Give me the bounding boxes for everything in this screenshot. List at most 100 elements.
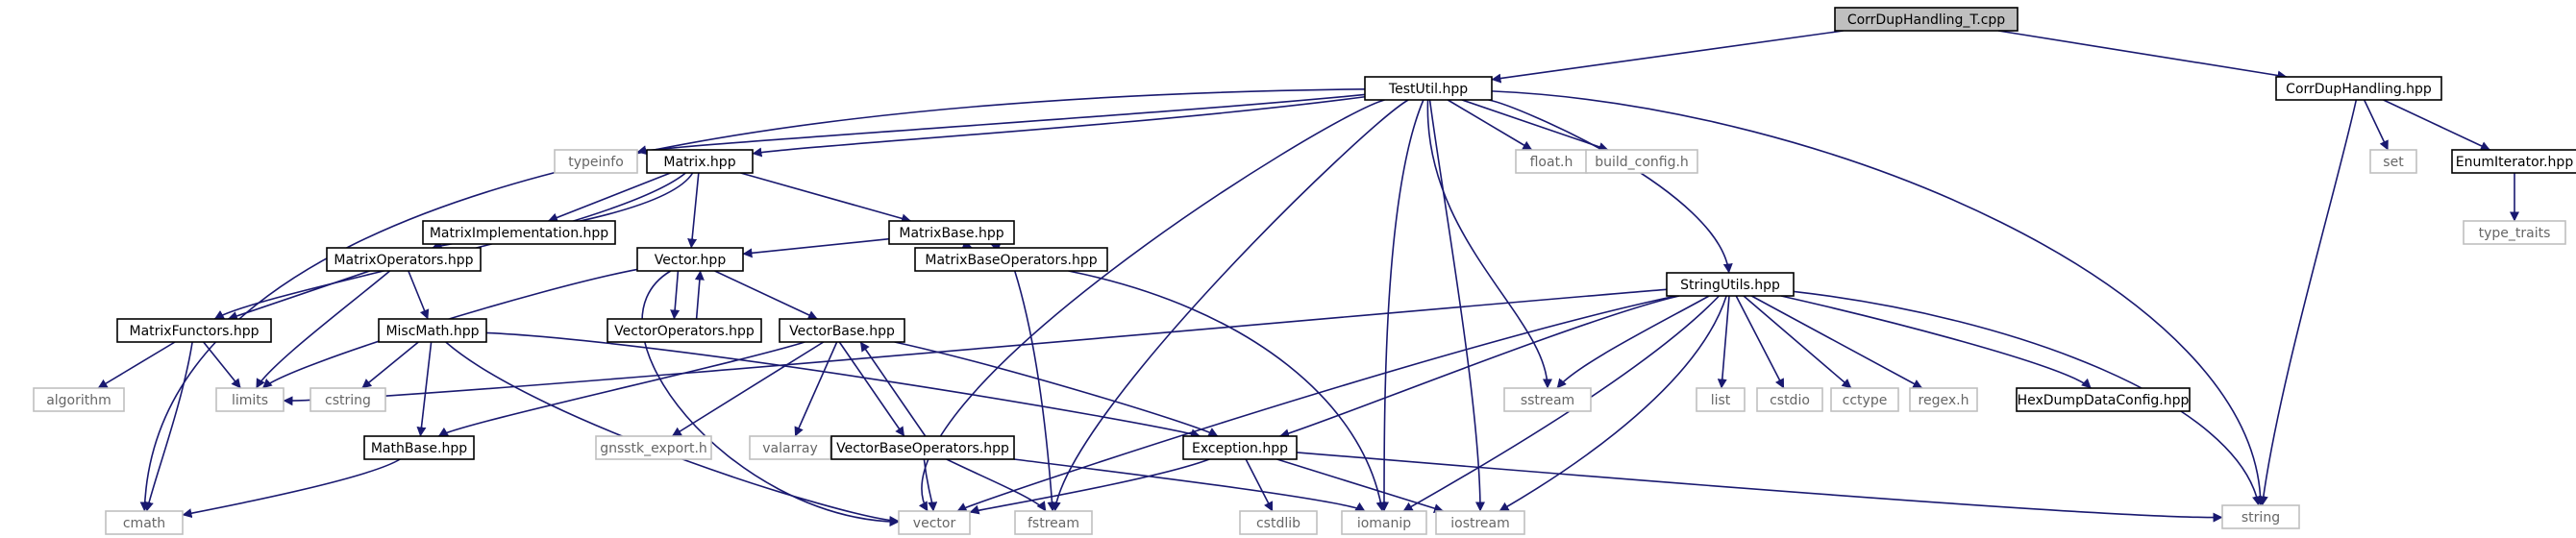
- node-label: iostream: [1450, 516, 1510, 531]
- node-label: gnsstk_export.h: [600, 441, 707, 456]
- node-gnsstk: gnsstk_export.h: [595, 435, 712, 460]
- edge-testutil-to-iomanip: [1379, 99, 1424, 512]
- node-label: cstring: [325, 393, 371, 408]
- edge-testutil-to-sstream: [1426, 99, 1552, 389]
- node-box: [1341, 510, 1427, 535]
- node-label: MatrixImplementation.hpp: [430, 226, 608, 241]
- node-box: [1830, 387, 1899, 412]
- edge-matrixops-to-matrixfunc: [227, 270, 370, 321]
- node-box: [1666, 272, 1795, 297]
- edge-mathbase-to-cmath: [182, 458, 401, 519]
- edge-layer: [97, 30, 2519, 527]
- node-label: VectorBaseOperators.hpp: [836, 441, 1009, 456]
- node-box: [830, 435, 1015, 460]
- node-label: Exception.hpp: [1192, 441, 1288, 456]
- node-label: type_traits: [2479, 226, 2551, 241]
- node-box: [646, 149, 754, 174]
- node-label: MathBase.hpp: [371, 441, 467, 456]
- edge-testutil-to-buildcfg: [1461, 99, 1609, 152]
- node-matrixbase[interactable]: MatrixBase.hpp: [888, 220, 1015, 245]
- node-label: regex.h: [1919, 393, 1969, 408]
- edge-testutil-to-iostream: [1428, 99, 1485, 512]
- node-corrdup[interactable]: CorrDupHandling.hpp: [2275, 76, 2442, 101]
- node-iomanip: iomanip: [1341, 510, 1427, 535]
- node-label: StringUtils.hpp: [1680, 278, 1780, 293]
- edge-corrdup-to-string: [2258, 99, 2358, 506]
- node-label: cstdlib: [1256, 516, 1300, 531]
- edge-vectorh-to-vectorops: [670, 270, 681, 320]
- node-label: build_config.h: [1595, 155, 1689, 170]
- node-box: [1756, 387, 1823, 412]
- node-miscmath[interactable]: MiscMath.hpp: [378, 318, 487, 343]
- node-label: Vector.hpp: [655, 253, 727, 268]
- node-label: MatrixFunctors.hpp: [129, 324, 259, 339]
- node-cstdio: cstdio: [1756, 387, 1823, 412]
- node-hexdump[interactable]: HexDumpDataConfig.hpp: [2016, 387, 2191, 412]
- node-vbops[interactable]: VectorBaseOperators.hpp: [830, 435, 1015, 460]
- node-label: algorithm: [46, 393, 111, 408]
- edge-miscmath-to-cstring: [361, 341, 419, 389]
- node-label: typeinfo: [568, 155, 624, 170]
- edge-testutil-to-matrix: [752, 95, 1366, 158]
- edge-stringutils-to-list: [1717, 295, 1730, 389]
- node-box: [1435, 510, 1525, 535]
- edge-stringutils-to-sstream: [1556, 295, 1710, 389]
- edge-vbops-to-fstream: [946, 458, 1047, 512]
- node-label: MiscMath.hpp: [385, 324, 479, 339]
- node-algorithm: algorithm: [33, 387, 125, 412]
- edge-stringutils-to-iomanip: [1402, 295, 1721, 512]
- node-label: EnumIterator.hpp: [2456, 155, 2574, 170]
- node-box: [1364, 76, 1493, 101]
- edge-vectorh-to-vectorbase: [714, 270, 818, 320]
- node-fstream: fstream: [1014, 510, 1093, 535]
- node-set: set: [2369, 149, 2417, 174]
- edge-vectorbase-to-gnsstk: [671, 341, 825, 437]
- edge-stringutils-to-cstdio: [1735, 295, 1785, 389]
- edge-matrixfunc-to-cmath: [143, 341, 193, 512]
- node-root[interactable]: CorrDupHandling_T.cpp: [1834, 7, 2019, 32]
- node-stringutils[interactable]: StringUtils.hpp: [1666, 272, 1795, 297]
- node-box: [2221, 504, 2300, 529]
- edge-matrix-to-matriximpl: [548, 172, 671, 223]
- edge-matrix-to-vectorh: [687, 172, 700, 249]
- node-matrixops[interactable]: MatrixOperators.hpp: [326, 247, 482, 272]
- node-label: sstream: [1521, 393, 1574, 408]
- node-box: [2275, 76, 2442, 101]
- node-box: [105, 510, 184, 535]
- edge-stringutils-to-limits: [283, 288, 1668, 406]
- node-label: fstream: [1028, 516, 1079, 531]
- node-matrixfunc[interactable]: MatrixFunctors.hpp: [116, 318, 272, 343]
- node-enumiter[interactable]: EnumIterator.hpp: [2451, 149, 2576, 174]
- node-vector: vector: [898, 510, 971, 535]
- node-mbops[interactable]: MatrixBaseOperators.hpp: [914, 247, 1108, 272]
- node-label: float.h: [1530, 155, 1573, 170]
- edge-vbops-to-iomanip: [1013, 458, 1366, 512]
- edge-vectorbase-to-mathbase: [437, 341, 805, 437]
- edge-exception-to-iostream: [1276, 458, 1445, 513]
- node-label: HexDumpDataConfig.hpp: [2018, 393, 2190, 408]
- node-vectorops[interactable]: VectorOperators.hpp: [607, 318, 762, 343]
- node-matriximpl[interactable]: MatrixImplementation.hpp: [422, 220, 616, 245]
- edge-stringutils-to-regexh: [1750, 295, 1923, 389]
- edge-vectorbase-to-vbops: [838, 341, 905, 437]
- node-typetraits: type_traits: [2463, 220, 2566, 245]
- node-label: list: [1711, 393, 1731, 408]
- node-box: [914, 247, 1108, 272]
- edge-stringutils-to-exception: [1279, 295, 1680, 439]
- node-cctype: cctype: [1830, 387, 1899, 412]
- edge-stringutils-to-hexdump: [1780, 295, 2092, 389]
- node-label: cctype: [1843, 393, 1888, 408]
- edge-stringutils-to-string: [1793, 290, 2262, 506]
- node-exception[interactable]: Exception.hpp: [1182, 435, 1298, 460]
- edge-corrdup-to-set: [2363, 99, 2390, 151]
- node-vectorbase[interactable]: VectorBase.hpp: [779, 318, 905, 343]
- node-testutil[interactable]: TestUtil.hpp: [1364, 76, 1493, 101]
- node-box: [607, 318, 762, 343]
- node-matrix[interactable]: Matrix.hpp: [646, 149, 754, 174]
- node-mathbase[interactable]: MathBase.hpp: [363, 435, 475, 460]
- node-vectorh[interactable]: Vector.hpp: [636, 247, 744, 272]
- node-label: cstdio: [1770, 393, 1810, 408]
- edge-vectorbase-to-exception: [894, 341, 1219, 437]
